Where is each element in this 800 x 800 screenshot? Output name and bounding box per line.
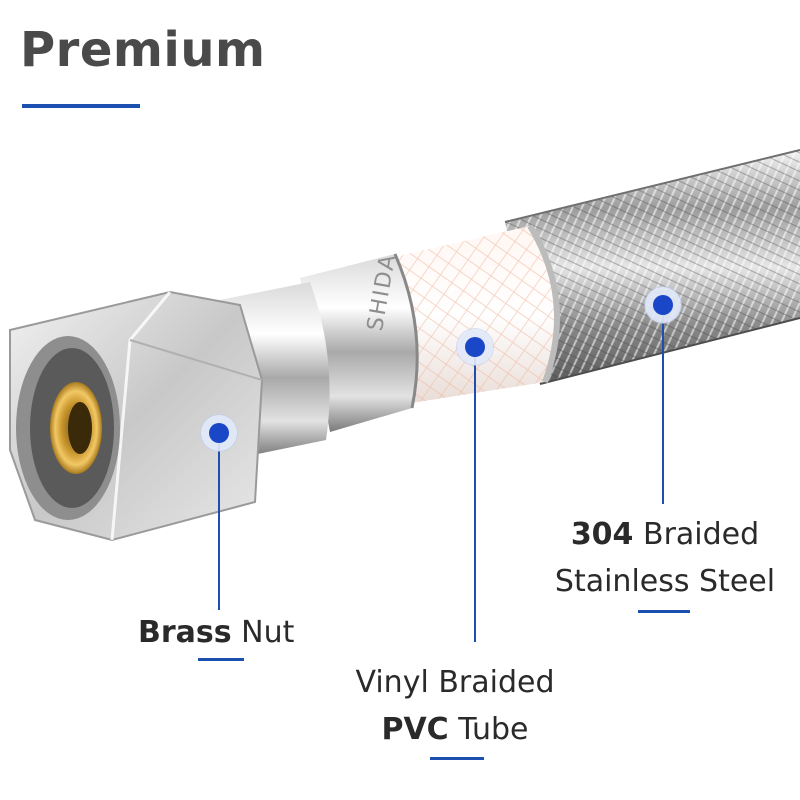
pvc-tube-marker [457,329,493,365]
pvc-tube [390,224,560,404]
steel-label-line1: 304 Braided [552,512,778,559]
steel-label-bold: 304 [570,517,634,552]
steel-leader [662,306,664,504]
brass-nut-marker [201,415,237,451]
pvc-tube-label: Vinyl Braided PVC Tube [352,660,558,753]
steel-label: 304 Braided Stainless Steel [552,512,778,605]
pvc-tube-underline [430,757,484,760]
brass-nut-label-text: Nut [241,615,295,650]
pvc-tube-label-line1: Vinyl Braided [355,665,555,700]
brass-nut-leader [218,434,220,610]
pvc-tube-label-bold: PVC [381,711,449,747]
headline: Premium [20,22,266,78]
steel-underline [638,610,690,613]
brass-nut-label: Brass Nut [138,610,294,657]
brass-nut-label-bold: Brass [138,615,232,650]
pvc-tube-label-text: Tube [458,711,529,747]
steel-braid-hose [504,149,800,385]
brass-nut-underline [198,658,244,661]
steel-label-line2: Stainless Steel [554,563,776,599]
pvc-tube-label-line2: PVC Tube [352,707,558,754]
steel-label-text: Braided [642,517,760,552]
steel-marker [645,287,681,323]
hex-nut [9,290,264,542]
pvc-tube-leader [474,348,476,642]
headline-underline [22,104,140,108]
